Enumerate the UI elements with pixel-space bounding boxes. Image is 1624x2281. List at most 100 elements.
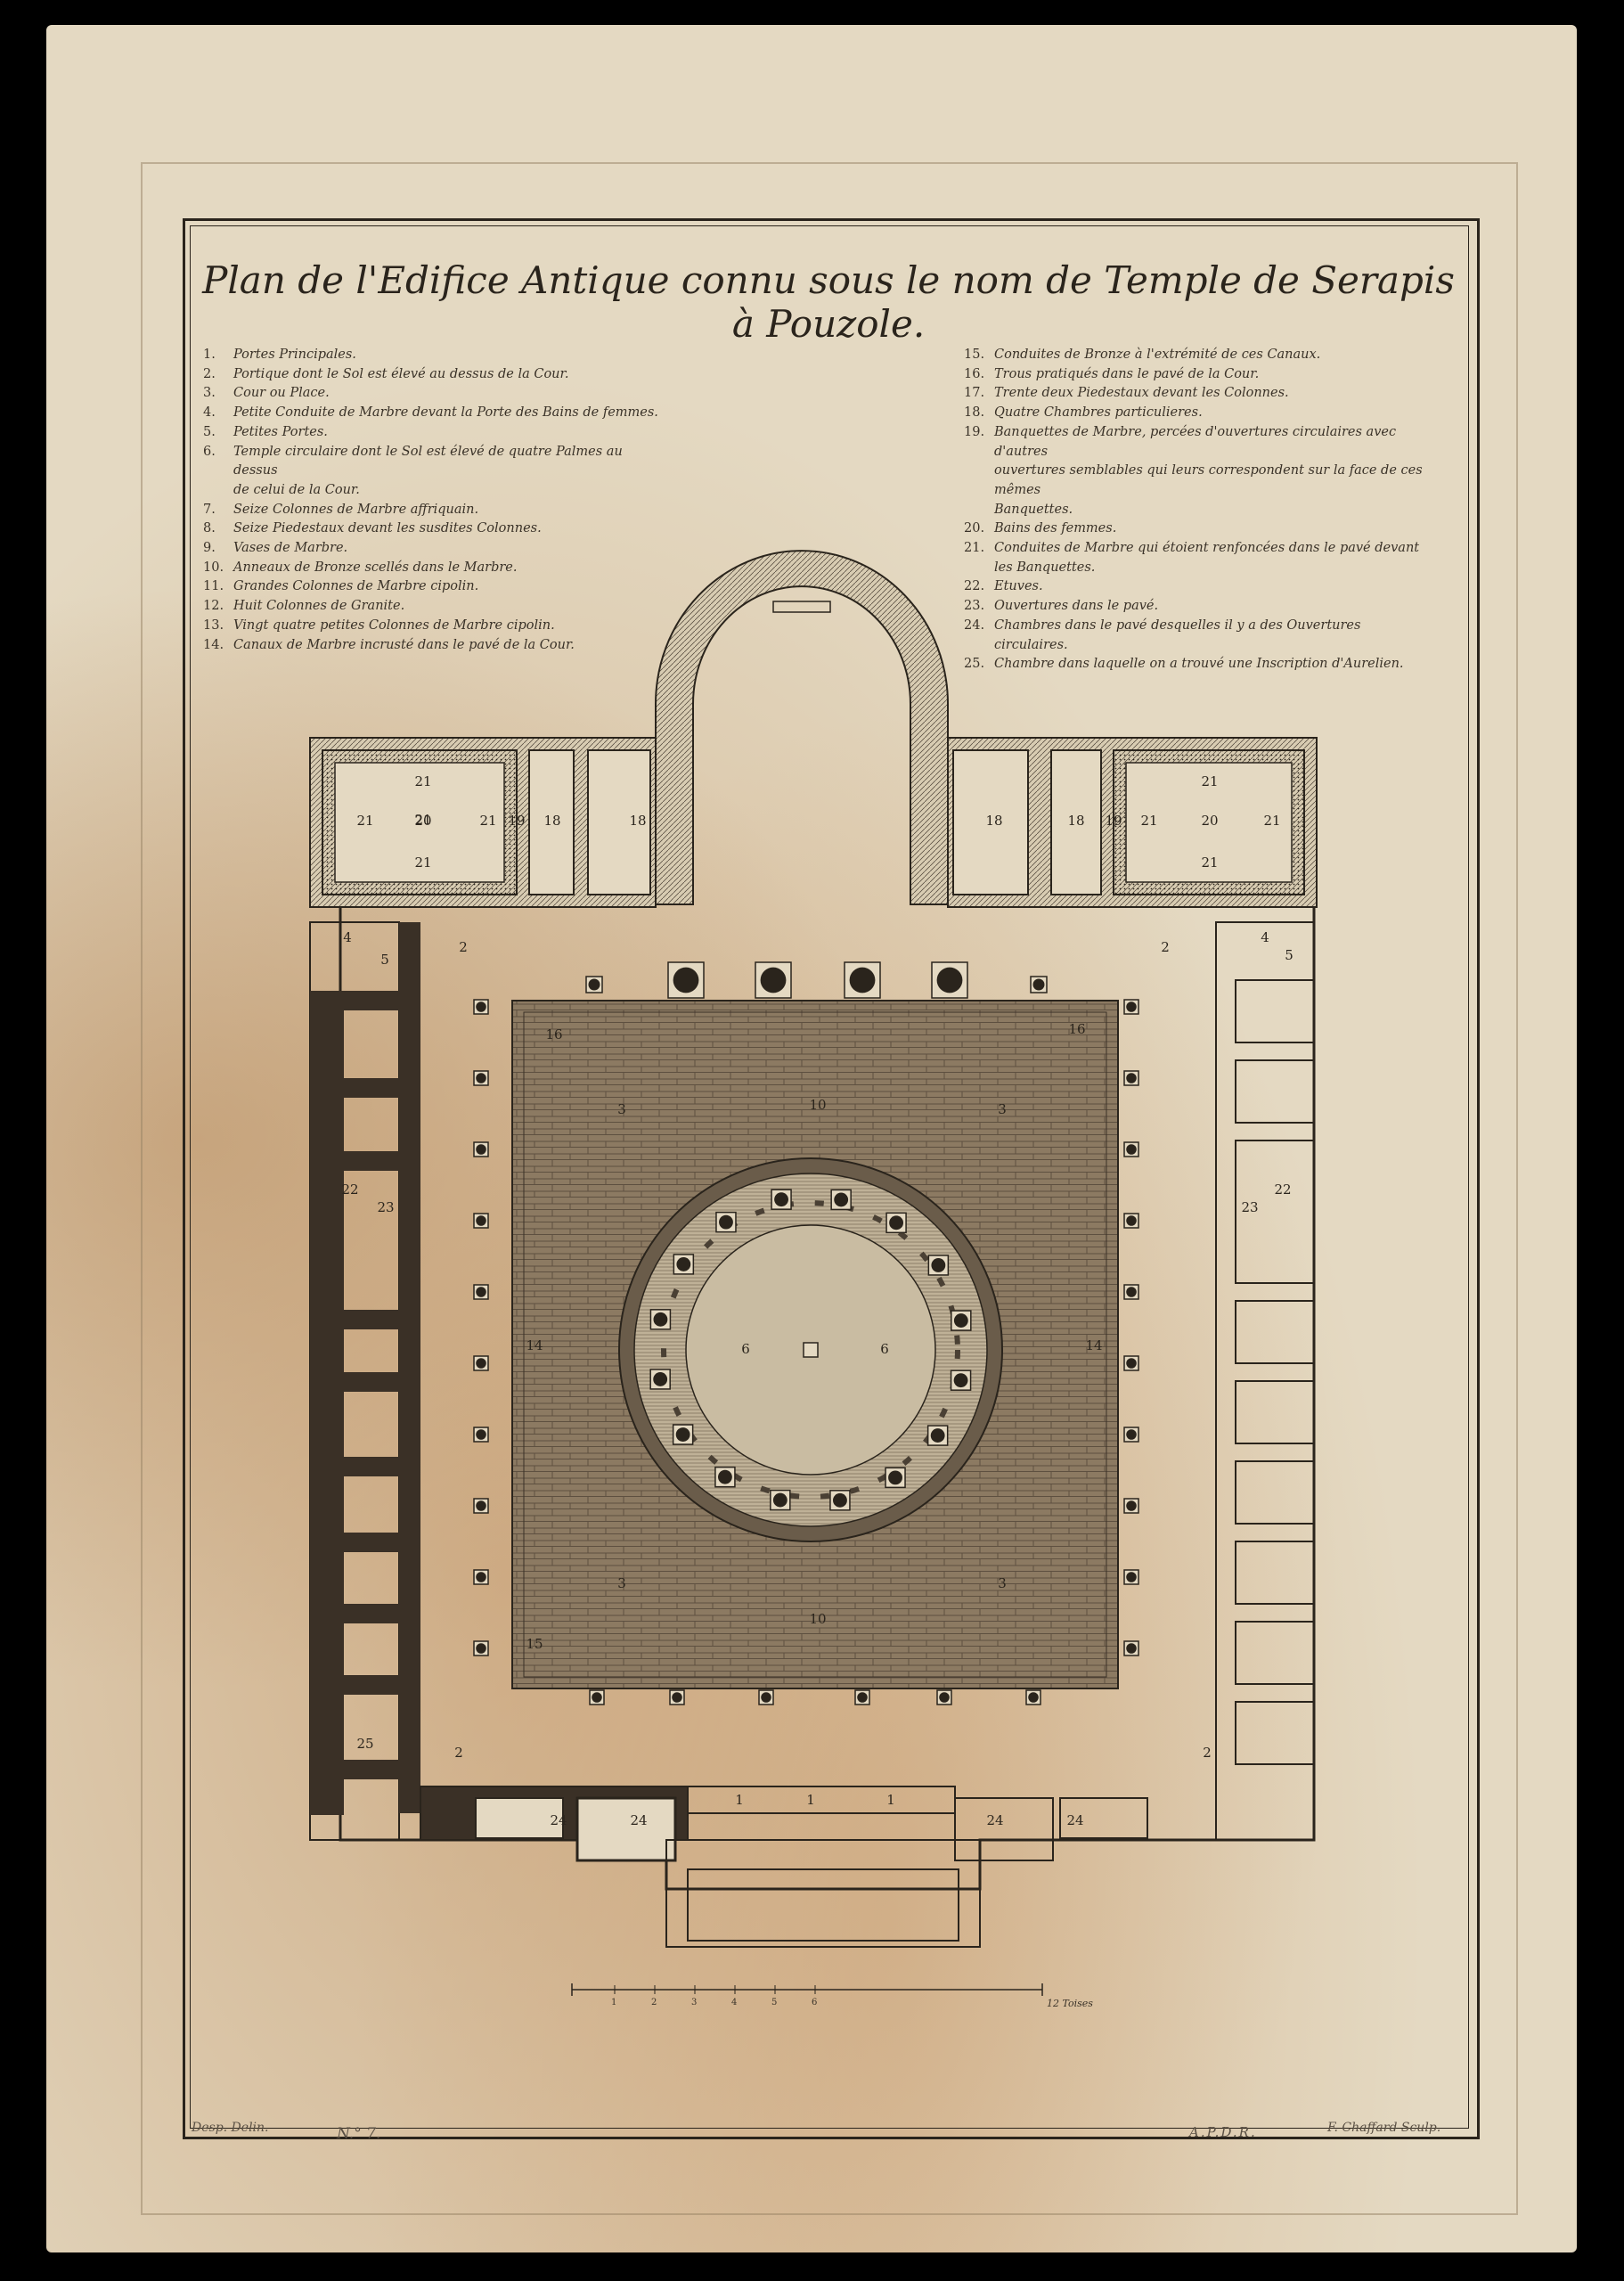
- legend-text: Trous pratiqués dans le pavé de la Cour.: [994, 366, 1260, 381]
- temple-column-shaft: [953, 1313, 968, 1328]
- label-canal-14: 14: [1085, 1337, 1102, 1353]
- small-column-shaft: [1126, 1429, 1137, 1440]
- legend-item: 3.Cour ou Place.: [203, 384, 666, 404]
- legend-item: 9.Vases de Marbre.: [203, 539, 666, 559]
- label-room-23: 23: [377, 1199, 394, 1215]
- legend-text: Temple circulaire dont le Sol est élevé …: [233, 444, 623, 478]
- legend-number: 20.: [964, 521, 985, 536]
- legend-number: 14.: [203, 637, 224, 652]
- legend-text: Portes Principales.: [233, 347, 356, 362]
- label-ring-10: 10: [809, 1611, 826, 1627]
- bottom-chambers: [420, 1786, 1148, 1948]
- legend-text: Canaux de Marbre incrusté dans le pavé d…: [233, 637, 575, 652]
- label-room-22: 22: [341, 1181, 358, 1198]
- small-column-shaft: [476, 1572, 486, 1582]
- temple-column-shaft: [653, 1372, 668, 1386]
- legend-number: 2.: [203, 366, 216, 381]
- legend-text: Portique dont le Sol est élevé au dessus…: [233, 366, 569, 381]
- label-room-21: 21: [1201, 773, 1218, 789]
- legend-item: 20.Bains des femmes.: [964, 519, 1427, 539]
- legend-item: 14. Canaux de Marbre incrusté dans le pav…: [203, 636, 666, 656]
- legend-number: 10.: [203, 560, 224, 575]
- engraving-frame-inner: [190, 225, 1469, 2129]
- legend-text: Petites Portes.: [233, 424, 328, 439]
- legend-text: Huit Colonnes de Granite.: [233, 599, 405, 614]
- legend-item: 25.Chambre dans laquelle on a trouvé une…: [964, 655, 1427, 674]
- large-column-shaft: [673, 967, 699, 993]
- legend-text: Chambres dans le pavé desquelles il y a …: [994, 617, 1361, 652]
- label-door-5: 5: [1285, 947, 1293, 963]
- legend-left-column: 1.Portes Principales. 2. Portique dont le…: [203, 346, 666, 655]
- legend-item: 13.Vingt quatre petites Colonnes de Marb…: [203, 617, 666, 636]
- small-column-shaft: [857, 1692, 868, 1703]
- small-column-shaft: [476, 1215, 486, 1226]
- legend-number: 9.: [203, 541, 216, 556]
- label-ring-10: 10: [809, 1097, 826, 1113]
- label-portico-2: 2: [459, 939, 468, 955]
- temple-column-shaft: [676, 1257, 691, 1271]
- label-court-3: 3: [617, 1101, 626, 1117]
- legend-item: 15. Conduites de Bronze à l'extrémité de …: [964, 346, 1427, 365]
- legend-text: Seize Colonnes de Marbre affriquain.: [233, 502, 479, 517]
- temple-column-shaft: [833, 1492, 847, 1508]
- small-column-shaft: [1126, 1643, 1137, 1654]
- legend-number: 16.: [964, 366, 985, 381]
- label-door-1: 1: [735, 1792, 744, 1808]
- label-hole-16: 16: [545, 1026, 562, 1042]
- legend-number: 15.: [964, 347, 985, 362]
- label-door-5: 5: [380, 952, 389, 968]
- scale-tick-label: 3: [691, 1998, 698, 2007]
- label-court-3: 3: [998, 1575, 1007, 1591]
- label-room-24: 24: [630, 1812, 647, 1828]
- legend-item: 24.Chambres dans le pavé desquelles il y…: [964, 617, 1427, 655]
- small-column-shaft: [592, 1692, 602, 1703]
- legend-text: Grandes Colonnes de Marbre cipolin.: [233, 579, 479, 594]
- legend-item: 4.Petite Conduite de Marbre devant la Po…: [203, 404, 666, 423]
- legend-item: 17.Trente deux Piedestaux devant les Col…: [964, 384, 1427, 404]
- legend-item: 1.Portes Principales.: [203, 346, 666, 365]
- label-room-21: 21: [1140, 813, 1157, 829]
- large-column-shaft: [936, 967, 963, 993]
- legend-number: 19.: [964, 424, 985, 439]
- small-column-shaft: [476, 1429, 486, 1440]
- legend-item: 21.Conduites de Marbre qui étoient renfo…: [964, 539, 1427, 559]
- small-column-shaft: [1126, 1002, 1137, 1012]
- label-conduit-4: 4: [1261, 929, 1269, 945]
- temple-column-shaft: [718, 1469, 732, 1484]
- legend-text: Anneaux de Bronze scellés dans le Marbre…: [233, 560, 518, 575]
- small-column-shaft: [476, 1073, 486, 1083]
- temple-column-shaft: [889, 1215, 903, 1230]
- scale-tick-label: 4: [731, 1998, 738, 2007]
- legend-text: Conduites de Bronze à l'extrémité de ces…: [994, 347, 1321, 362]
- label-room-21: 21: [414, 854, 431, 871]
- temple-column-shaft: [653, 1312, 668, 1327]
- legend-item: 6. Temple circulaire dont le Sol est élev…: [203, 443, 666, 481]
- temple-column-shaft: [931, 1258, 946, 1272]
- label-room-24: 24: [550, 1812, 567, 1828]
- left-rooms-wing: [309, 921, 420, 1841]
- label-portico-2: 2: [454, 1745, 463, 1761]
- label-room-18: 18: [543, 813, 560, 829]
- legend-number: 6.: [203, 444, 216, 459]
- label-temple-6: 6: [880, 1341, 889, 1357]
- label-room-25: 25: [356, 1736, 373, 1752]
- legend-number: 7.: [203, 502, 216, 517]
- legend-text: les Banquettes.: [994, 560, 1096, 575]
- legend-item: 19.Banquettes de Marbre, percées d'ouver…: [964, 423, 1427, 462]
- legend-number: 11.: [203, 579, 224, 594]
- columns-group: [473, 961, 1139, 1705]
- legend-right-column: 15. Conduites de Bronze à l'extrémité de …: [964, 346, 1427, 674]
- womens-baths-left: [309, 737, 657, 908]
- label-temple-6: 6: [741, 1341, 750, 1357]
- legend-item: 10. Anneaux de Bronze scellés dans le Mar…: [203, 559, 666, 578]
- scale-label: 12 Toises: [1047, 1998, 1093, 2009]
- label-room-21: 21: [356, 813, 373, 829]
- large-column-shaft: [760, 967, 787, 993]
- legend-item: ouvertures semblables qui leurs correspo…: [964, 462, 1427, 500]
- legend-text: Trente deux Piedestaux devant les Colonn…: [994, 386, 1289, 401]
- label-hole-16: 16: [1068, 1021, 1085, 1037]
- large-column-shaft: [849, 967, 876, 993]
- label-pipe-15: 15: [526, 1636, 543, 1652]
- circular-temple: [618, 1157, 1003, 1542]
